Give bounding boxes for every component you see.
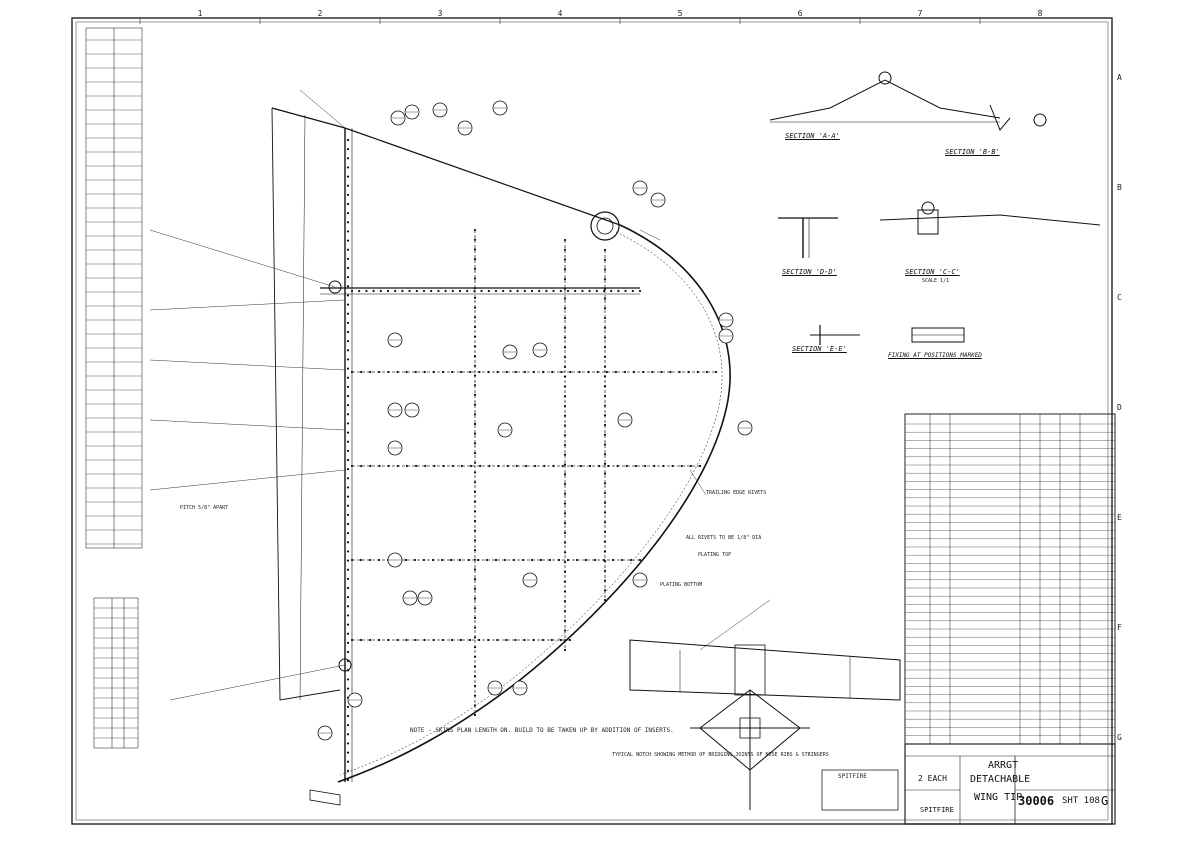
section-c-c-detail <box>879 201 1101 235</box>
pitch-note: PITCH 5/8" APART <box>180 505 229 511</box>
zone-markers: 1 2 3 4 5 6 7 8A B C D E F G <box>139 9 1122 742</box>
zone-letter: A <box>1117 73 1122 82</box>
rivet-markers <box>346 138 718 782</box>
small-detail <box>309 789 341 806</box>
leader-lines <box>149 89 771 701</box>
scale-note: SCALE 1/1 <box>922 278 950 284</box>
section-d-d-detail <box>778 217 838 258</box>
section-c-c-label: SECTION 'C-C' <box>905 268 960 276</box>
main-note: NOTE - SKINS PLAN LENGTH ON. BUILD TO BE… <box>410 727 674 734</box>
wing-tip-outline <box>271 107 731 783</box>
zone-letter: E <box>1117 513 1122 522</box>
zone-number: 7 <box>918 9 923 18</box>
zone-letter: F <box>1117 623 1122 632</box>
sheet-number: SHT 108 <box>1062 796 1100 806</box>
section-b-b-label: SECTION 'B-B' <box>945 148 1000 156</box>
title-line-3: WING TIP <box>974 792 1023 803</box>
project-name: SPITFIRE <box>920 806 954 814</box>
notch-detail <box>690 689 810 810</box>
notch-note: TYPICAL NOTCH SHOWING METHOD OF BRIDGING… <box>612 752 829 758</box>
part-callouts <box>317 100 753 741</box>
title-block-frame <box>821 743 1116 825</box>
zone-letter: C <box>1117 293 1122 302</box>
trailing-edge-note: TRAILING EDGE RIVETS <box>706 490 767 496</box>
title-line-1: ARRGT <box>988 760 1019 771</box>
drawing-number: 30006 <box>1018 794 1055 808</box>
quantity: 2 EACH <box>918 774 947 783</box>
zone-number: 8 <box>1038 9 1043 18</box>
plating-bottom-label: PLATING BOTTOM <box>660 582 703 588</box>
revision-strip <box>85 27 143 749</box>
fixing-label: FIXING AT POSITIONS MARKED <box>888 352 982 359</box>
section-e-e-detail <box>810 325 965 345</box>
section-a-a-label: SECTION 'A-A' <box>785 132 840 140</box>
section-e-e-label: SECTION 'E-E' <box>792 345 847 353</box>
splice-detail <box>629 639 901 701</box>
zone-letter: G <box>1117 733 1122 742</box>
title-line-2: DETACHABLE <box>970 774 1031 785</box>
zone-number: 6 <box>798 9 803 18</box>
section-d-d-label: SECTION 'D-D' <box>782 268 837 276</box>
zone-number: 2 <box>318 9 323 18</box>
section-a-a-detail <box>769 71 1047 131</box>
spitfire-box: SPITFIRE <box>838 773 867 780</box>
zone-letter: D <box>1117 403 1122 412</box>
rivet-note: ALL RIVETS TO BE 1/8" DIA <box>686 535 762 541</box>
parts-list-table <box>904 413 1116 745</box>
zone-letter: B <box>1117 183 1122 192</box>
plating-top-label: PLATING TOP <box>698 552 732 558</box>
zone-number: 1 <box>198 9 203 18</box>
zone-number: 4 <box>558 9 563 18</box>
zone-number: 3 <box>438 9 443 18</box>
zone-number: 5 <box>678 9 683 18</box>
revision-letter: G <box>1101 794 1109 808</box>
